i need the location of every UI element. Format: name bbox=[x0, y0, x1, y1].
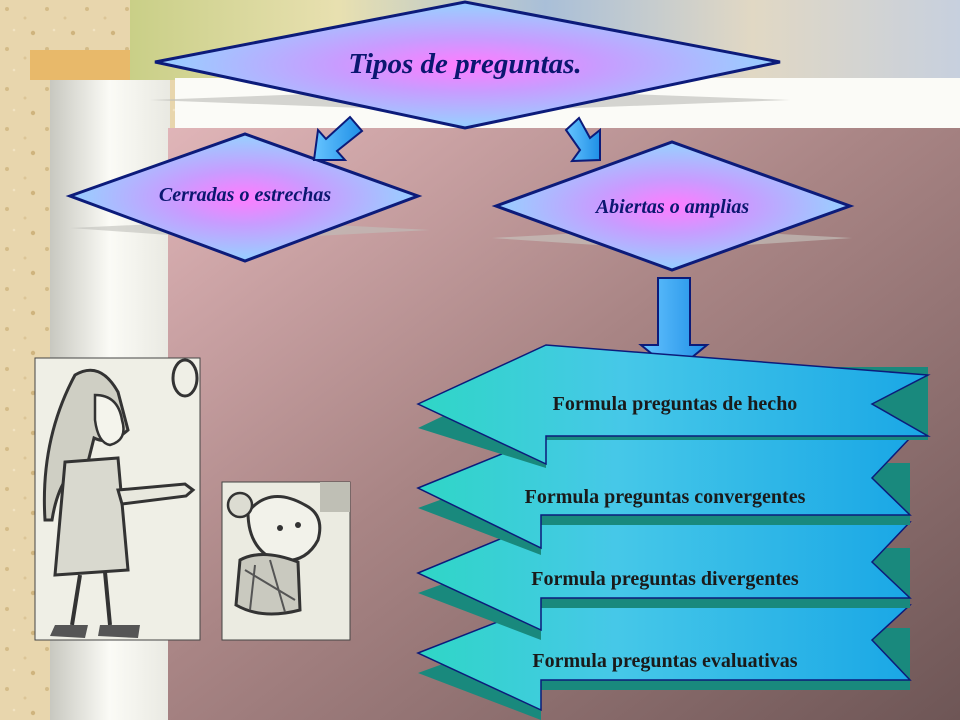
branch-label-closed: Cerradas o estrechas bbox=[158, 184, 332, 206]
tab-1 bbox=[416, 344, 931, 468]
teacher-cartoon bbox=[34, 357, 201, 641]
branch-label-open: Abiertas o amplias bbox=[595, 196, 750, 218]
question-type-1: Formula preguntas de hecho bbox=[552, 393, 798, 415]
arrow-right-down bbox=[564, 116, 601, 163]
arrow-left-down bbox=[312, 115, 364, 161]
question-type-3: Formula preguntas divergentes bbox=[531, 568, 799, 590]
child-cartoon bbox=[221, 481, 351, 641]
title-diamond bbox=[154, 0, 781, 130]
closed-diamond bbox=[65, 132, 423, 263]
diagram-title: Tipos de preguntas. bbox=[348, 48, 582, 80]
question-type-2: Formula preguntas convergentes bbox=[524, 486, 806, 508]
open-diamond bbox=[491, 140, 855, 272]
question-type-4: Formula preguntas evaluativas bbox=[532, 650, 798, 672]
